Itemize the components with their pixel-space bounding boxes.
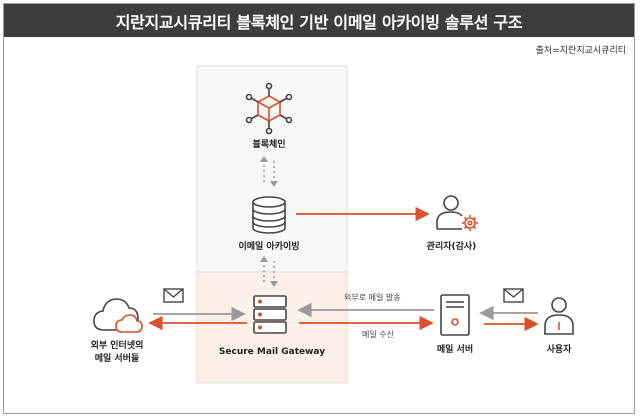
- source-credit: 출처=지란지교시큐리티: [535, 46, 626, 56]
- blockchain-label: 블록체인: [252, 140, 286, 150]
- archiving-label: 이메일 아카이빙: [238, 242, 300, 252]
- page-title: 지란지교시큐리티 블록체인 기반 이메일 아카이빙 솔루션 구조: [4, 4, 634, 37]
- flow-arrows: [148, 206, 539, 332]
- outbound-label: 외부로 메일 발송: [344, 293, 401, 302]
- gateway-label: Secure Mail Gateway: [218, 347, 326, 357]
- dotted-arrowheads: [260, 156, 278, 287]
- envelope-icon: [163, 288, 184, 303]
- blockchain-icon: [245, 82, 293, 135]
- inbound-label: 메일 수신: [362, 330, 394, 339]
- user-icon: [544, 297, 574, 335]
- dotted-connectors: [263, 161, 275, 282]
- external-servers-label: 외부 인터넷의 메일 서버들: [72, 340, 162, 366]
- admin-label: 관리자(감사): [426, 242, 477, 252]
- admin-gear-icon: [436, 195, 478, 231]
- diagram-frame: 지란지교시큐리티 블록체인 기반 이메일 아카이빙 솔루션 구조 출처=지란지교…: [3, 3, 635, 414]
- diagram-canvas: [93, 65, 574, 384]
- user-label: 사용자: [546, 345, 572, 355]
- central-panel: [196, 65, 348, 384]
- server-icon: [253, 295, 287, 334]
- mail-server-icon: [440, 294, 470, 336]
- external-servers-label-line2: 메일 서버들: [94, 354, 140, 364]
- cloud-icon: [93, 298, 143, 333]
- envelope-icon: [503, 288, 524, 303]
- external-servers-label-line1: 외부 인터넷의: [90, 341, 144, 351]
- mail-server-label: 메일 서버: [436, 345, 474, 355]
- database-icon: [252, 196, 286, 234]
